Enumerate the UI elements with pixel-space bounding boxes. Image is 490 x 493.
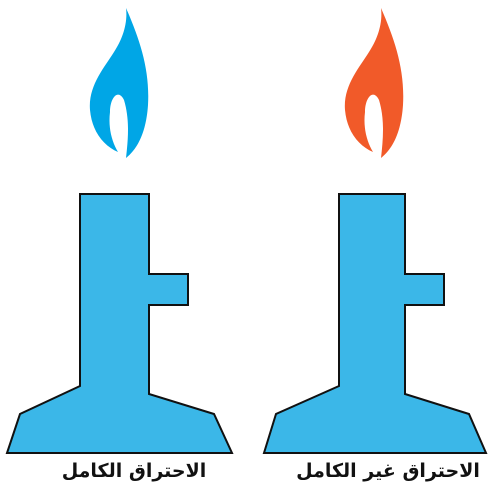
burner-incomplete-combustion: [264, 8, 486, 453]
bunsen-burner-body: [264, 194, 486, 453]
incomplete-combustion-caption: الاحتراق غير الكامل: [290, 458, 486, 484]
orange-flame: [345, 8, 403, 158]
blue-flame: [90, 8, 148, 158]
burner-complete-combustion: [7, 8, 232, 453]
complete-combustion-caption: الاحتراق الكامل: [52, 458, 216, 484]
bunsen-burner-body: [7, 194, 232, 453]
